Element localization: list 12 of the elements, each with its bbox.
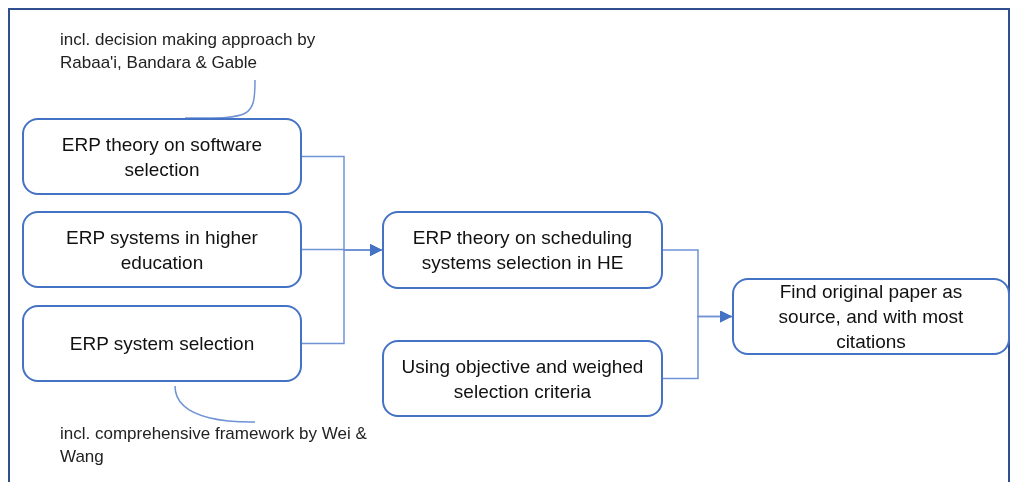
process-box: ERP theory on scheduling systems selection in HE	[382, 211, 663, 289]
note-text: incl. comprehensive framework by Wei & Wang	[60, 422, 390, 470]
process-box: ERP system selection	[22, 305, 302, 382]
connector-arrow	[662, 310, 733, 380]
leader-line	[184, 79, 256, 119]
connector-arrow	[301, 244, 383, 345]
process-box: ERP theory on software selection	[22, 118, 302, 195]
process-box: ERP systems in higher education	[22, 211, 302, 288]
note-text: incl. decision making approach by Rabaa'i, Bandara & Gable	[60, 28, 380, 76]
process-box: Using objective and weighed selection criteria	[382, 340, 663, 417]
leader-line	[174, 385, 256, 423]
process-box: Find original paper as source, and with most citations	[732, 278, 1010, 355]
